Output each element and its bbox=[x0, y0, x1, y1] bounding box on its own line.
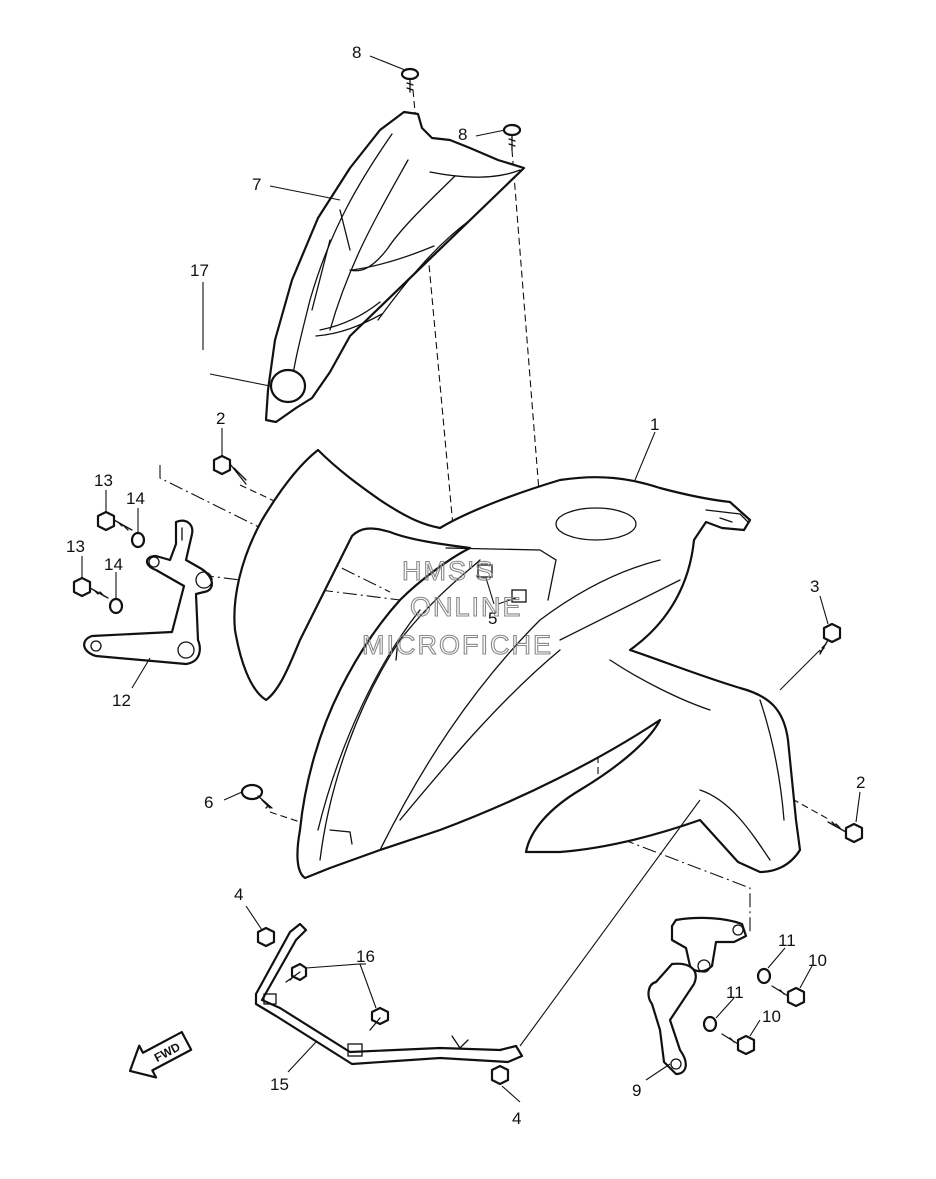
callout-2-right: 2 bbox=[856, 773, 865, 792]
screw-8-upper bbox=[400, 67, 420, 93]
stay-9 bbox=[647, 916, 748, 1076]
callout-14-upper: 14 bbox=[126, 489, 145, 508]
bolt-10-upper bbox=[771, 985, 806, 1008]
bolt-10-lower bbox=[721, 1033, 756, 1056]
callout-11-lower: 11 bbox=[726, 983, 744, 1002]
bolt-2-right bbox=[827, 821, 864, 844]
screw-8-lower bbox=[502, 123, 522, 151]
bolt-16-lower bbox=[369, 1006, 390, 1031]
leader-lines bbox=[81, 55, 861, 1103]
callout-16: 16 bbox=[356, 947, 375, 966]
callout-3: 3 bbox=[810, 577, 819, 596]
callout-8-lower: 8 bbox=[458, 125, 467, 144]
callout-5: 5 bbox=[488, 609, 497, 628]
front-fender-1 bbox=[233, 448, 802, 880]
callout-10-upper: 10 bbox=[808, 951, 827, 970]
bolt-13-upper bbox=[96, 510, 133, 532]
callout-12: 12 bbox=[112, 691, 131, 710]
callout-13-upper: 13 bbox=[94, 471, 113, 490]
callout-4-lower: 4 bbox=[512, 1109, 521, 1128]
fwd-arrow: FWD bbox=[128, 1030, 193, 1079]
stay-15 bbox=[254, 922, 524, 1066]
callout-8-upper: 8 bbox=[352, 43, 361, 62]
callout-6: 6 bbox=[204, 793, 213, 812]
washer-14-lower bbox=[108, 597, 124, 615]
bolt-2-left bbox=[212, 454, 247, 485]
stay-12 bbox=[83, 519, 213, 666]
bolt-16-upper bbox=[285, 962, 308, 983]
watermark-line-2: ONLINE bbox=[410, 592, 523, 622]
callout-14-lower: 14 bbox=[104, 555, 123, 574]
callout-labels: 8 8 7 17 2 1 13 14 13 14 5 3 12 6 2 4 16… bbox=[66, 43, 865, 1128]
callout-11-upper: 11 bbox=[778, 931, 796, 950]
nut-4-upper bbox=[256, 926, 276, 948]
callout-7: 7 bbox=[252, 175, 261, 194]
callout-2-left: 2 bbox=[216, 409, 225, 428]
callout-1: 1 bbox=[650, 415, 659, 434]
watermark-line-1: HMS'S bbox=[402, 556, 495, 586]
callout-9: 9 bbox=[632, 1081, 641, 1100]
callout-10-lower: 10 bbox=[762, 1007, 781, 1026]
washer-11-upper bbox=[756, 967, 772, 985]
callout-17: 17 bbox=[190, 261, 209, 280]
watermark-line-3: MICROFICHE bbox=[362, 630, 553, 660]
rivet-6 bbox=[240, 783, 273, 809]
callout-13-lower: 13 bbox=[66, 537, 85, 556]
washer-11-lower bbox=[702, 1015, 718, 1033]
cover-7 bbox=[264, 110, 526, 424]
nut-4-lower bbox=[490, 1064, 510, 1086]
damper-17 bbox=[269, 368, 307, 404]
bolt-3 bbox=[819, 622, 842, 655]
bolt-13-lower bbox=[72, 576, 109, 599]
callout-15: 15 bbox=[270, 1075, 289, 1094]
watermark: HMS'S ONLINE MICROFICHE bbox=[361, 555, 553, 660]
washer-14-upper bbox=[130, 531, 146, 549]
callout-4-upper: 4 bbox=[234, 885, 243, 904]
